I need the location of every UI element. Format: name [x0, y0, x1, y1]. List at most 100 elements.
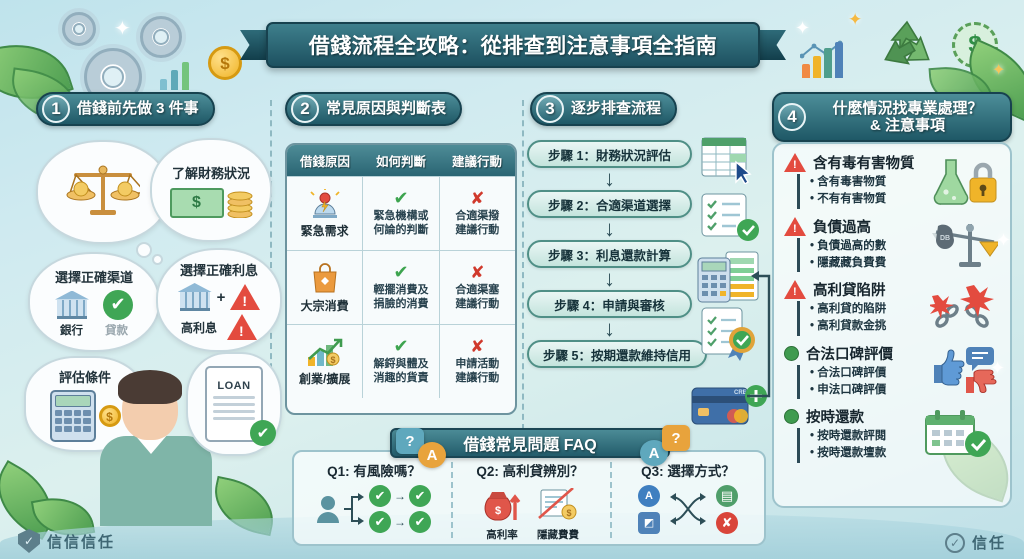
warning-item-header: ! 負債過高	[784, 216, 1000, 237]
answer-badge-icon: A	[418, 442, 446, 468]
bubble-caption: 選擇正確渠道	[54, 269, 133, 285]
footer-text: 信任	[971, 535, 1006, 552]
checklist-icon	[701, 193, 759, 241]
judge-text: 輕擺消費及 捐臉的消費	[373, 284, 429, 310]
check-circle-icon: ✔	[369, 511, 391, 533]
bubble-caption: 選擇正確利息	[179, 263, 258, 278]
emergency-alarm-icon	[310, 188, 340, 218]
flow-arrow	[527, 318, 692, 340]
warning-item-header: ! 含有毒有害物質	[784, 152, 1000, 173]
svg-text:$: $	[330, 355, 335, 365]
leaf-icon	[0, 459, 69, 541]
flow-step-4: 步驟 4：申請與審核	[527, 290, 692, 318]
bullet: 合法口碑評價	[810, 365, 1000, 382]
badge-text: A	[648, 444, 660, 462]
calendar-check-icon	[925, 410, 991, 457]
warnings-panel: ! 含有毒有害物質 含有毒害物質 不有有害物質 ! 負債過高 負債過高的數	[772, 142, 1012, 508]
faq-icon-label: 隱藏費費	[537, 529, 579, 541]
badge-text: ?	[671, 429, 681, 447]
check-circle-icon: ✔	[369, 485, 391, 507]
section-header-3: 3 逐步排查流程	[530, 92, 678, 126]
cross-mark-icon: ✘	[470, 262, 485, 282]
gear-icon	[62, 12, 96, 46]
warning-triangle-icon: !	[784, 216, 806, 236]
section-header-1: 1 借錢前先做 3 件事	[36, 92, 215, 126]
credit-card-label: CREDIT	[734, 390, 757, 396]
bullet: 不有有害物質	[810, 191, 1000, 208]
faq-question: Q1: 有風險嗎？	[327, 464, 421, 479]
flow-arrow	[527, 168, 692, 190]
warning-item-2: ! 負債過高 負債過高的數 隱藏藏負費費 DB	[784, 216, 1000, 272]
faq-divider	[610, 462, 612, 538]
thought-dot	[152, 254, 163, 265]
bullet: 按時還款壇款	[810, 445, 1000, 462]
check-circle-icon: ✔	[103, 289, 133, 320]
credit-card-plus-icon: CREDIT	[691, 385, 767, 425]
faq-question: Q2: 高利貸辨別？	[476, 464, 584, 479]
table-header-cell: 建議行動	[451, 155, 502, 169]
section-number: 1	[42, 95, 70, 123]
flow-step-2: 步驟 2：合適渠道選擇	[527, 190, 692, 218]
dollar-coin-icon: $	[208, 46, 242, 80]
badge-text: ?	[405, 432, 415, 450]
table-row: 緊急需求 ✔ 緊急機構或 何論的判斷 ✘ 合適渠撥 建議行動	[287, 176, 515, 250]
table-cell-judge: ✔ 解鋝與體及 消趣的貨責	[363, 325, 440, 398]
svg-text:$: $	[495, 505, 501, 517]
shield-check-icon: ✓	[18, 529, 40, 553]
check-mark-icon: ✔	[393, 336, 409, 357]
bullet: 負債過高的數	[810, 238, 1000, 255]
bank-icon	[55, 291, 89, 319]
flask-lock-icon	[933, 159, 997, 205]
bullet: 含有毒害物質	[810, 174, 1000, 191]
gear-icon	[140, 16, 182, 58]
table-cell-action: ✘ 申請活動 建讓行動	[440, 325, 515, 398]
faq-column-3: Q3: 選擇方式？ A ◩ ▤ ✘	[612, 460, 764, 534]
section-label-line1: 什麼情況找專業處理？	[832, 99, 983, 117]
option-a-icon: A	[638, 484, 660, 507]
table-cell-reason: 大宗消費	[287, 251, 364, 324]
column-divider	[270, 100, 272, 430]
section-number: 3	[536, 95, 564, 123]
faq-column-1: Q1: 有風險嗎？ ✔ → ✔	[298, 460, 450, 533]
section-label: 逐步排查流程	[571, 100, 662, 118]
table-header-row: 借錢原因 如何判斷 建議行動	[287, 145, 515, 176]
reason-label: 創業/擴展	[298, 371, 351, 386]
thought-bubble-channel: 選擇正確渠道 ✔ 銀行 貸款	[28, 252, 160, 352]
process-flow: 步驟 1：財務狀況評估 步驟 2：合適渠道選擇 步驟 3：利息還款計算 步驟 4…	[527, 140, 767, 368]
table-row: $ 創業/擴展 ✔ 解鋝與體及 消趣的貨責 ✘ 申請活動 建讓行動	[287, 324, 515, 398]
loan-document-icon: LOAN	[205, 366, 263, 442]
info-item-header: 按時還款	[784, 406, 1000, 427]
faq-icons: $ 高利率 $ 隱藏費費	[454, 487, 606, 541]
warning-triangle-icon: !	[784, 153, 806, 172]
green-dot-icon	[784, 345, 799, 361]
check-circle-icon: ✔	[409, 511, 431, 533]
warning-bullets: 含有毒害物質 不有有害物質	[797, 174, 1000, 209]
info-title: 合法口碑評價	[806, 346, 893, 363]
check-mark-icon: ✔	[393, 188, 409, 209]
warning-bullets: 高利貸的陷阱 高利貸款金挑	[797, 301, 1000, 336]
faq-question: Q3: 選擇方式？	[641, 464, 735, 479]
speech-bubble-loan-doc: LOAN ✔	[186, 352, 282, 456]
warning-title: 高利貸陷阱	[813, 283, 886, 299]
flow-step-5: 步驟 5：按期還款維持信用	[527, 340, 707, 368]
thought-dot	[136, 242, 152, 258]
faq-icons: A ◩ ▤ ✘	[612, 484, 764, 534]
bar-chart-icon	[799, 38, 852, 78]
sparkle-icon: ✦	[795, 18, 811, 38]
reasons-judgement-table: 借錢原因 如何判斷 建議行動 緊急需求 ✔ 緊急機構或 何論的判斷 ✘	[285, 143, 517, 415]
flow-arrow	[527, 268, 692, 290]
bubble-sub: 高利息	[180, 320, 217, 335]
footer-text: 信信信任	[47, 533, 116, 551]
balance-scale-icon	[66, 163, 148, 221]
warning-item-3: ! 高利貸陷阱 高利貸的陷阱 高利貸款金挑	[784, 279, 1000, 336]
faq-title: 借錢常見問題 FAQ	[463, 437, 597, 454]
bullet: 申法口碑評價	[810, 382, 1000, 399]
info-item-header: 合法口碑評價	[784, 343, 1000, 364]
bullet: 高利貸的陷阱	[810, 301, 1000, 318]
question-badge-icon: ?	[662, 425, 690, 451]
bubble-caption: 了解財務狀況	[171, 165, 250, 181]
flow-step-1: 步驟 1：財務狀況評估	[527, 140, 692, 168]
warning-triangle-icon: !	[784, 280, 806, 299]
calculator-icon	[49, 389, 96, 442]
branch-arrow-icon	[344, 493, 364, 525]
